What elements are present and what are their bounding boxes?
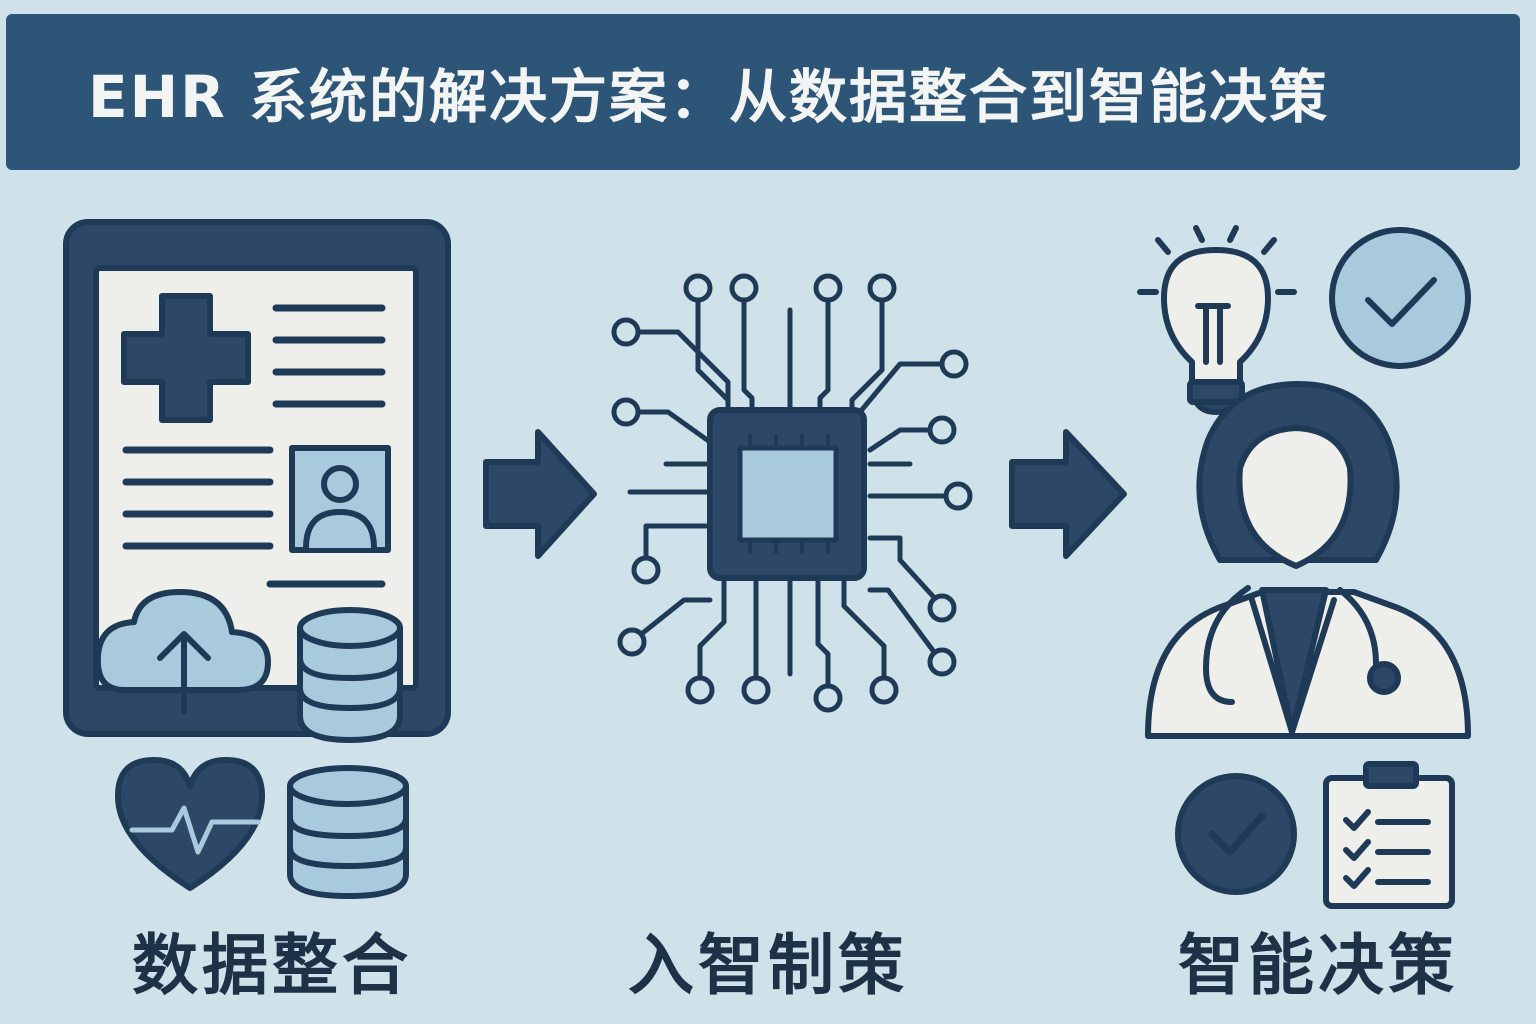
ai-chip-icon [611,273,973,713]
title-banner: EHR 系统的解决方案：从数据整合到智能决策 [6,14,1520,170]
database-icon [287,765,409,899]
page-title: EHR 系统的解决方案：从数据整合到智能决策 [88,63,1330,131]
doctor-icon [1145,381,1471,739]
medical-cross-icon [121,293,251,423]
heart-rate-icon [115,757,265,891]
stage-label-data-integration: 数据整合 [132,927,412,1004]
check-circle-icon [1329,227,1471,369]
cloud-upload-icon [94,589,271,715]
arrow-right-icon [483,429,597,559]
arrow-right-icon [1009,429,1127,559]
lightbulb-icon [1137,225,1297,415]
stage-label-smart-decision: 智能决策 [1178,927,1458,1004]
stage-label-ai-processing: 入智制策 [628,927,908,1004]
checklist-clipboard-icon [1323,761,1455,909]
stethoscope-icon [1203,585,1401,705]
patient-photo-icon [289,445,391,553]
database-icon [297,607,403,743]
record-text-lines [122,304,386,588]
check-circle-icon [1175,773,1297,895]
